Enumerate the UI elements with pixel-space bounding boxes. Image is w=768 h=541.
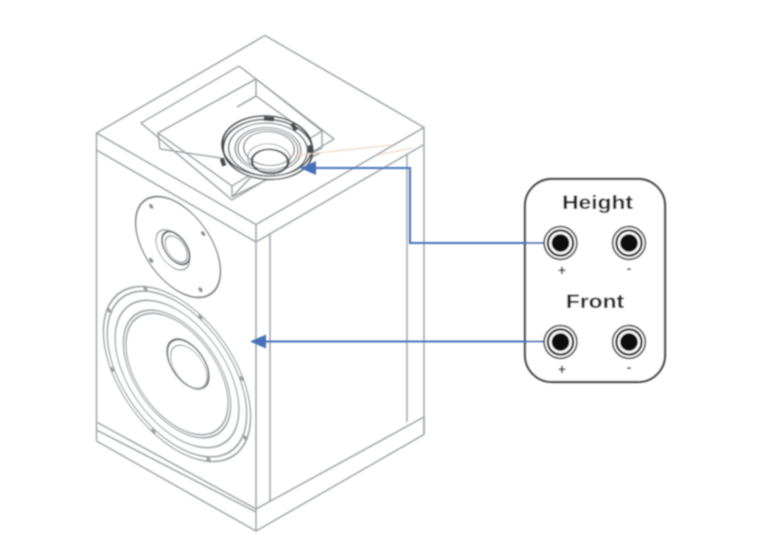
svg-text:+: +	[558, 361, 566, 377]
svg-text:-: -	[627, 260, 632, 276]
svg-text:+: +	[558, 262, 566, 278]
svg-text:Front: Front	[566, 292, 624, 313]
svg-text:-: -	[627, 359, 632, 375]
svg-text:Height: Height	[562, 193, 633, 214]
